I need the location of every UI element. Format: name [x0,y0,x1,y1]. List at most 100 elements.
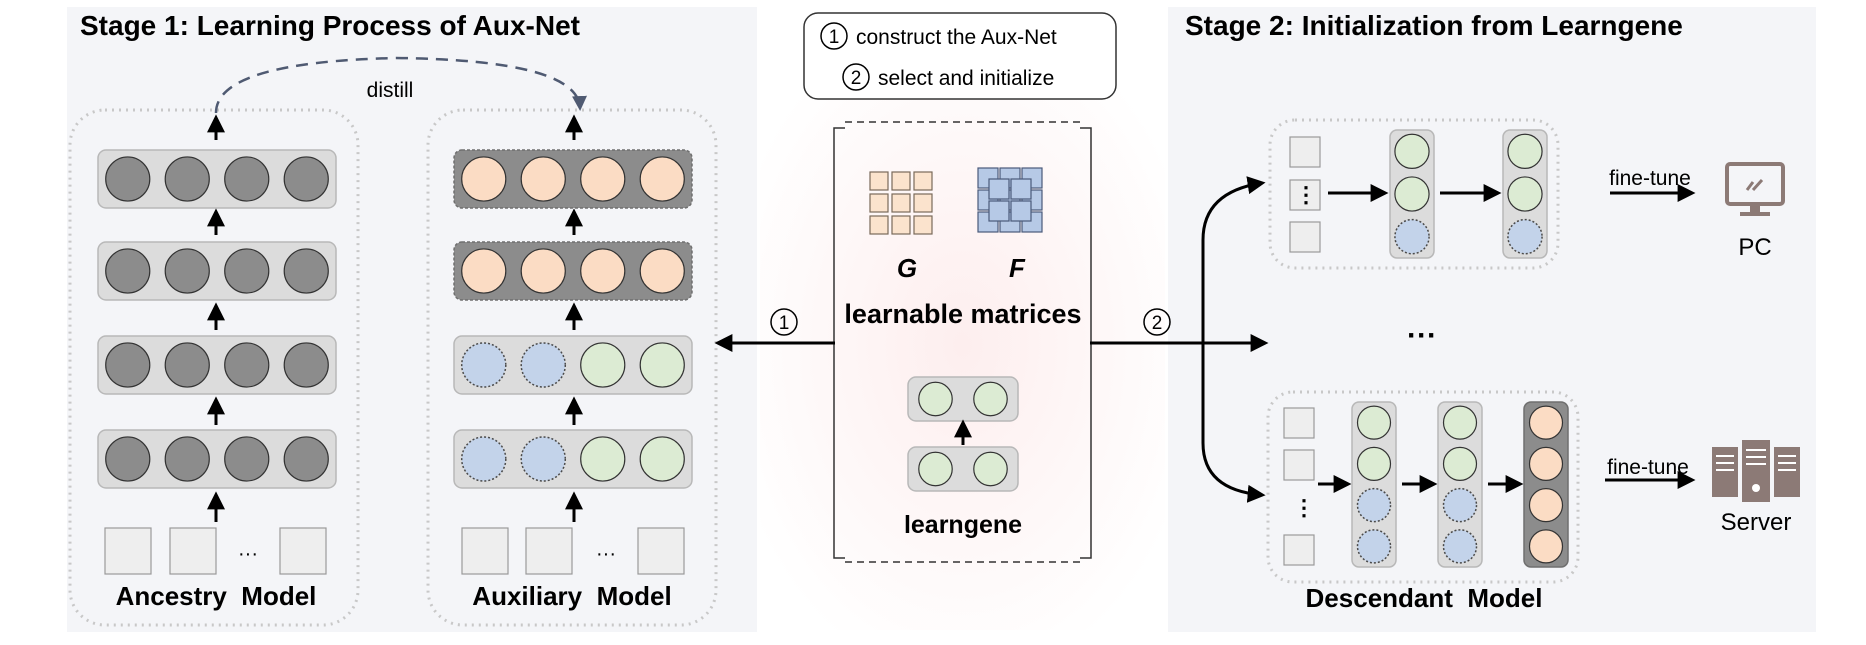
pc-icon [1725,162,1785,216]
neuron [1356,529,1392,564]
neuron [1442,529,1478,564]
center-glow [760,60,1165,630]
neuron [973,451,1008,487]
ancestry-model-label: Ancestry Model [116,581,317,611]
input-square [169,527,217,575]
neuron [460,342,507,388]
legend-step1-circle [820,22,848,50]
neuron [1507,218,1543,255]
neuron [520,248,566,294]
distill-label: distill [367,79,414,102]
neuron [1528,529,1564,564]
neuron [283,156,329,202]
step2-circle [1143,308,1171,336]
matrix-cell [891,215,911,235]
neuron [283,436,329,482]
matrix-f-label: F [1009,253,1026,283]
matrix-cell [891,171,911,191]
input-square [1289,136,1321,168]
descendant-small-model [1289,129,1548,259]
branch-down-arrow [1201,343,1266,503]
ancestry-model-group [68,108,360,627]
neuron [224,342,270,388]
descendant-ellipsis: ··· [1407,319,1437,352]
input-square [1283,534,1315,566]
neuron [164,342,210,388]
neuron [283,342,329,388]
step1-number: 1 [779,313,790,334]
fine-tune-pc-label: fine-tune [1609,167,1691,190]
auxiliary-model [453,114,693,575]
ancestry-model [97,114,337,575]
neuron [283,248,329,294]
layer-block [97,241,337,301]
auxiliary-input-ellipsis: ··· [596,543,616,565]
input-square [525,527,573,575]
neuron [580,156,626,202]
neuron [973,381,1008,417]
matrix-cell [869,215,889,235]
neuron [639,156,685,202]
branch-up-arrow [1201,176,1266,343]
legend-step2-number: 2 [851,68,862,89]
neuron [105,342,151,388]
legend-step1-text: construct the Aux-Net [856,26,1057,49]
neuron [461,248,507,294]
neuron [1442,405,1478,440]
desc-small-input-ellipsis: ⋮ [1295,182,1317,207]
layer-block [1351,401,1397,568]
input-square [461,527,509,575]
matrix-cell [913,215,933,235]
matrix-cell [1010,200,1032,222]
neuron [520,342,567,388]
legend-step2-text: select and initialize [878,67,1054,90]
desc-large-input-ellipsis: ⋮ [1293,495,1315,520]
neuron [580,342,626,388]
neuron [1507,133,1543,169]
layer-block [97,149,337,209]
neuron [918,381,953,417]
pc-label: PC [1738,234,1771,261]
matrix-cell [1010,178,1032,200]
layer-block [1523,401,1569,568]
learngene-block [907,376,1019,492]
neuron [105,436,151,482]
neuron [1394,133,1430,169]
auxiliary-model-label: Auxiliary Model [472,581,671,611]
neuron [105,156,151,202]
auxiliary-model-group [426,108,718,627]
input-square [1283,449,1315,481]
legend-box [803,12,1117,100]
input-square [1289,179,1321,211]
matrix-f-grid [977,167,1043,233]
step2-number: 2 [1152,313,1163,334]
neuron [164,248,210,294]
neuron [1394,176,1430,212]
neuron [580,436,626,482]
matrix-cell [891,193,911,213]
neuron [639,248,685,294]
server-label: Server [1721,509,1792,536]
neuron [580,248,626,294]
stage2-title: Stage 2: Initialization from Learngene [1185,10,1683,41]
matrix-cell [869,171,889,191]
neuron [461,156,507,202]
server-icon [1712,440,1800,502]
neuron [1442,446,1478,481]
input-square [1283,407,1315,439]
layer-block [1437,401,1483,568]
neuron [1356,446,1392,481]
input-square [279,527,327,575]
layer-block [453,429,693,489]
neuron [1394,218,1430,255]
descendant-large-group [1266,390,1580,584]
neuron [460,436,507,482]
neuron [1528,488,1564,523]
neuron [918,451,953,487]
legend-step1-number: 1 [829,27,840,48]
layer-block [453,335,693,395]
neuron [105,248,151,294]
matrix-cell [988,200,1010,222]
neuron [224,248,270,294]
